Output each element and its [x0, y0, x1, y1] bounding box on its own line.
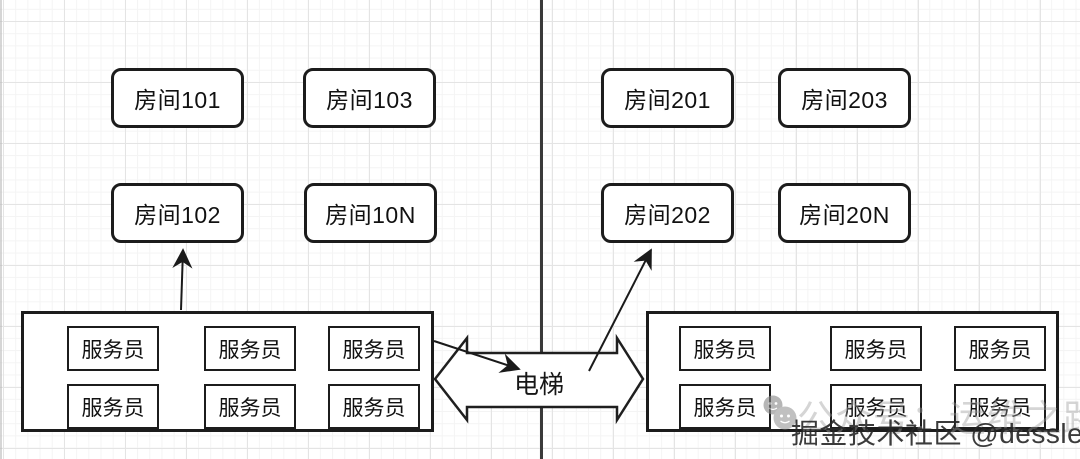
room-202-node: 房间202 [601, 183, 734, 243]
staff-node: 服务员 [954, 326, 1046, 371]
staff-node: 服务员 [204, 384, 296, 429]
staff-node: 服务员 [679, 384, 771, 429]
room-102-node: 房间102 [111, 183, 244, 243]
staff-label: 服务员 [342, 396, 406, 420]
staff-node: 服务员 [830, 384, 922, 429]
left-edge-artifact [0, 0, 2, 459]
room-103-label: 房间103 [326, 87, 413, 113]
room-202-label: 房间202 [624, 202, 711, 228]
room-20N-node: 房间20N [778, 183, 911, 243]
room-101-node: 房间101 [111, 68, 244, 128]
arrow-elevator-to-room202 [588, 248, 652, 372]
staff-label: 服务员 [968, 338, 1032, 362]
room-10N-label: 房间10N [325, 202, 416, 228]
wechat-icon [763, 395, 797, 430]
staff-node: 服务员 [328, 326, 420, 371]
room-201-node: 房间201 [601, 68, 734, 128]
staff-node: 服务员 [954, 384, 1046, 429]
staff-node: 服务员 [328, 384, 420, 429]
room-101-label: 房间101 [134, 87, 221, 113]
arrow-leftpool-to-room102 [172, 248, 193, 311]
staff-label: 服务员 [693, 396, 757, 420]
arrow-leftpool-to-elevator [433, 340, 521, 373]
staff-pool-left: 服务员 服务员 服务员 服务员 服务员 服务员 [21, 311, 434, 432]
room-201-label: 房间201 [624, 87, 711, 113]
room-20N-label: 房间20N [799, 202, 890, 228]
staff-node: 服务员 [204, 326, 296, 371]
room-203-node: 房间203 [778, 68, 911, 128]
staff-node: 服务员 [830, 326, 922, 371]
staff-label: 服务员 [693, 338, 757, 362]
staff-label: 服务员 [81, 396, 145, 420]
staff-label: 服务员 [968, 396, 1032, 420]
staff-label: 服务员 [218, 338, 282, 362]
staff-node: 服务员 [67, 384, 159, 429]
room-203-label: 房间203 [801, 87, 888, 113]
staff-label: 服务员 [844, 338, 908, 362]
staff-node: 服务员 [67, 326, 159, 371]
staff-label: 服务员 [218, 396, 282, 420]
staff-node: 服务员 [679, 326, 771, 371]
staff-label: 服务员 [81, 338, 145, 362]
elevator-label: 电梯 [513, 371, 564, 399]
room-10N-node: 房间10N [304, 183, 437, 243]
staff-label: 服务员 [844, 396, 908, 420]
room-102-label: 房间102 [134, 202, 221, 228]
staff-pool-right: 服务员 服务员 服务员 服务员 服务员 服务员 [646, 311, 1059, 432]
room-103-node: 房间103 [303, 68, 436, 128]
staff-label: 服务员 [342, 338, 406, 362]
